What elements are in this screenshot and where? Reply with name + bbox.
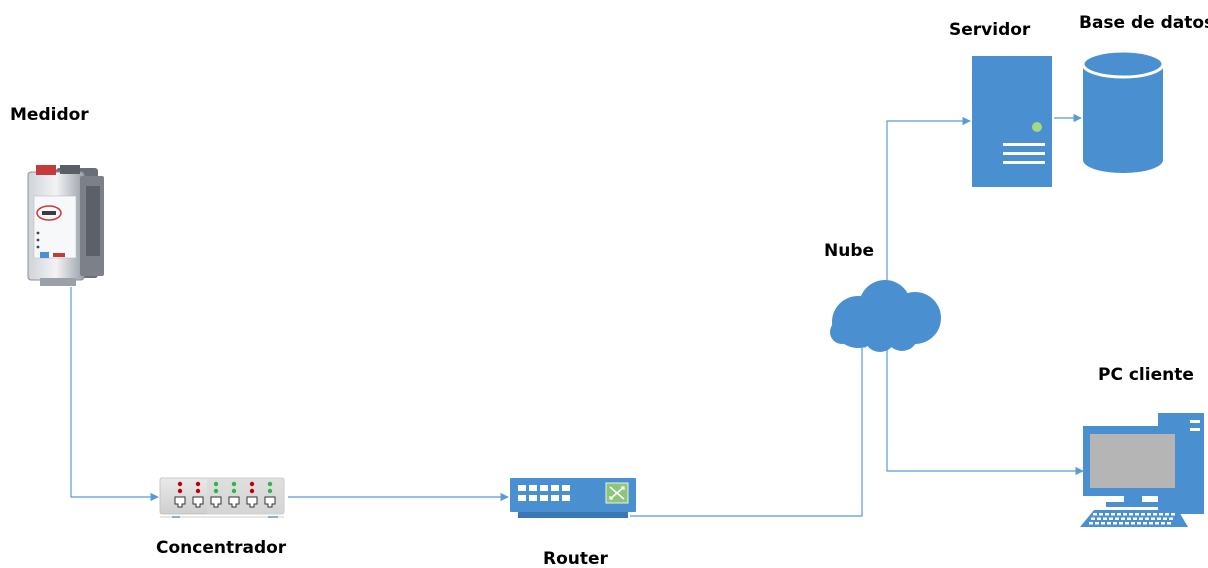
connector-cloud-pc [886,350,1084,476]
connector-meter-concentrator [70,287,159,502]
client-pc-icon [1080,413,1204,527]
connector-router-cloud [630,339,867,517]
router-device [510,478,636,518]
server-label: Servidor [949,20,1031,40]
concentrator-device [159,477,285,518]
meter-device [27,165,104,286]
connector-lines [70,113,1084,517]
router-label: Router [543,549,609,568]
client-pc-label: PC cliente [1098,365,1194,385]
database-icon [1081,49,1165,173]
database-label: Base de datos [1079,13,1208,33]
cloud-icon [830,280,941,352]
server-icon [972,56,1052,187]
connector-cloud-server [886,116,971,287]
concentrator-label: Concentrador [156,538,287,558]
meter-label: Medidor [10,105,89,125]
cloud-label: Nube [824,241,874,261]
